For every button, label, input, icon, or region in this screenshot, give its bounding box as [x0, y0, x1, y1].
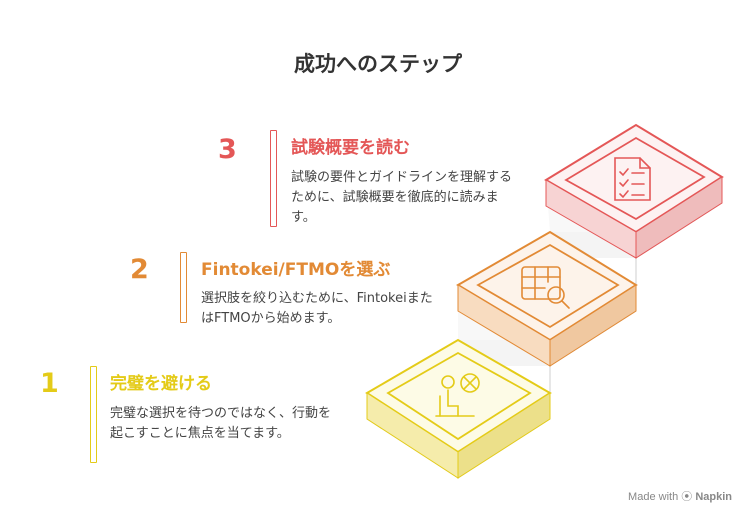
- step-1-platform: [365, 338, 552, 479]
- step-2-description: 選択肢を絞り込むために、FintokeiまたはFTMOから始めます。: [201, 291, 433, 326]
- table-search-icon: [521, 266, 570, 309]
- napkin-brand: Napkin: [695, 491, 732, 503]
- step-1-number: 1: [40, 368, 59, 399]
- napkin-credit: Made with ⦿ Napkin: [628, 488, 732, 504]
- step-3-number: 3: [218, 134, 237, 165]
- checklist-icon: [614, 157, 651, 201]
- napkin-logo-icon: ⦿: [681, 491, 693, 503]
- step-1-bar: [90, 366, 97, 463]
- page-title: 成功へのステップ: [294, 52, 462, 76]
- made-with-label: Made with: [628, 491, 679, 503]
- step-2-number: 2: [130, 254, 149, 285]
- step-3-description: 試験の要件とガイドラインを理解するために、試験概要を徹底的に読みます。: [291, 170, 513, 225]
- step-3-title: 試験概要を読む: [291, 138, 410, 158]
- step-2-title: Fintokei/FTMOを選ぶ: [201, 260, 391, 280]
- step-2-platform: [456, 230, 638, 367]
- step-3-bar: [270, 130, 277, 227]
- step-1-title: 完璧を避ける: [110, 374, 212, 394]
- person-avoid-icon: [435, 373, 480, 417]
- step-1-description: 完璧な選択を待つのではなく、行動を起こすことに焦点を当てます。: [110, 406, 332, 441]
- step-2-bar: [180, 252, 187, 323]
- step-3-platform: [544, 123, 724, 259]
